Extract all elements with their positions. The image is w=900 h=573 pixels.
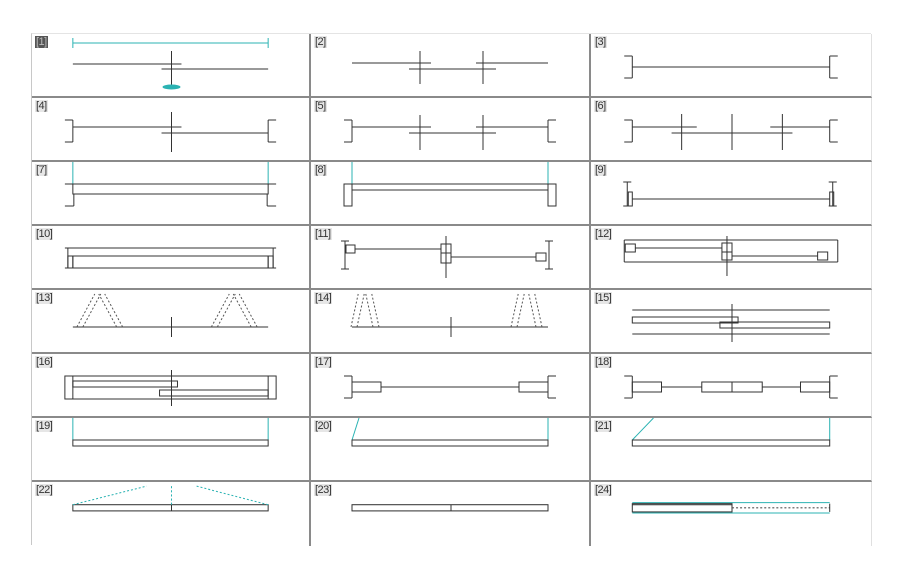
pattern-14-diagram xyxy=(350,293,548,337)
cell-label: [5] xyxy=(314,100,327,112)
cell-label: [8] xyxy=(314,164,327,176)
cell-pattern-22[interactable]: [22] xyxy=(32,482,311,546)
cell-label: [24] xyxy=(594,484,613,496)
cell-label: [20] xyxy=(314,420,333,432)
cell-pattern-7[interactable]: [7] xyxy=(32,162,311,226)
pattern-24-diagram xyxy=(631,502,831,514)
cell-label: [6] xyxy=(594,100,607,112)
cell-label: [18] xyxy=(594,356,613,368)
pattern-16-diagram xyxy=(64,370,277,406)
cell-pattern-24[interactable]: [24] xyxy=(591,482,872,546)
cell-pattern-21[interactable]: [21] xyxy=(591,418,872,482)
pattern-6-diagram xyxy=(624,114,838,150)
pattern-22-diagram xyxy=(72,484,269,512)
cell-pattern-12[interactable]: [12] xyxy=(591,226,872,290)
pattern-2-diagram xyxy=(352,51,548,84)
pattern-13-diagram xyxy=(72,293,269,337)
cell-pattern-17[interactable]: [17] xyxy=(311,354,591,418)
cell-label: [2] xyxy=(314,36,327,48)
cell-label: [19] xyxy=(35,420,54,432)
pattern-15-diagram xyxy=(631,304,831,342)
pattern-12-diagram xyxy=(623,236,839,276)
cell-pattern-19[interactable]: [19] xyxy=(32,418,311,482)
pattern-21-diagram xyxy=(631,418,831,447)
cell-pattern-14[interactable]: [14] xyxy=(311,290,591,354)
cell-pattern-10[interactable]: [10] xyxy=(32,226,311,290)
cell-pattern-9[interactable]: [9] xyxy=(591,162,872,226)
cell-pattern-8[interactable]: [8] xyxy=(311,162,591,226)
cell-pattern-13[interactable]: [13] xyxy=(32,290,311,354)
cell-label: [23] xyxy=(314,484,333,496)
cell-label: [15] xyxy=(594,292,613,304)
cell-pattern-4[interactable]: [4] xyxy=(32,98,311,162)
pattern-8-diagram xyxy=(343,162,557,207)
cell-label: [3] xyxy=(594,36,607,48)
cell-label: [21] xyxy=(594,420,613,432)
cell-pattern-1[interactable]: [1] xyxy=(32,34,311,98)
cell-label: [1] xyxy=(35,36,48,48)
cell-label: [17] xyxy=(314,356,333,368)
pattern-11-diagram xyxy=(341,236,553,278)
pattern-4-diagram xyxy=(64,112,277,152)
cell-pattern-23[interactable]: [23] xyxy=(311,482,591,546)
pattern-23-diagram xyxy=(351,504,549,512)
cell-label: [10] xyxy=(35,228,54,240)
pattern-3-diagram xyxy=(624,55,838,79)
cell-label: [16] xyxy=(35,356,54,368)
cell-pattern-6[interactable]: [6] xyxy=(591,98,872,162)
cell-label: [9] xyxy=(594,164,607,176)
cell-label: [13] xyxy=(35,292,54,304)
pattern-18-diagram xyxy=(624,375,838,399)
cell-label: [4] xyxy=(35,100,48,112)
cell-pattern-18[interactable]: [18] xyxy=(591,354,872,418)
cell-pattern-16[interactable]: [16] xyxy=(32,354,311,418)
pattern-1-diagram xyxy=(72,38,269,90)
cell-label: [11] xyxy=(314,228,332,240)
pattern-17-diagram xyxy=(344,375,556,399)
pattern-grid: [1] [2] [3] [4] [5] [6] [7] [8] [9] [10] [11] [12] [… xyxy=(31,33,872,546)
cell-pattern-5[interactable]: [5] xyxy=(311,98,591,162)
cell-label: [22] xyxy=(35,484,54,496)
cell-label: [12] xyxy=(594,228,613,240)
cell-pattern-3[interactable]: [3] xyxy=(591,34,872,98)
cell-pattern-2[interactable]: [2] xyxy=(311,34,591,98)
cell-pattern-11[interactable]: [11] xyxy=(311,226,591,290)
pattern-10-diagram xyxy=(64,247,277,269)
cell-pattern-20[interactable]: [20] xyxy=(311,418,591,482)
pattern-19-diagram xyxy=(72,418,269,447)
pattern-5-diagram xyxy=(344,115,556,150)
pattern-20-diagram xyxy=(351,418,549,447)
cell-label: [7] xyxy=(35,164,48,176)
cell-pattern-15[interactable]: [15] xyxy=(591,290,872,354)
pattern-9-diagram xyxy=(623,181,837,207)
cell-label: [14] xyxy=(314,292,333,304)
pattern-7-diagram xyxy=(64,162,277,207)
